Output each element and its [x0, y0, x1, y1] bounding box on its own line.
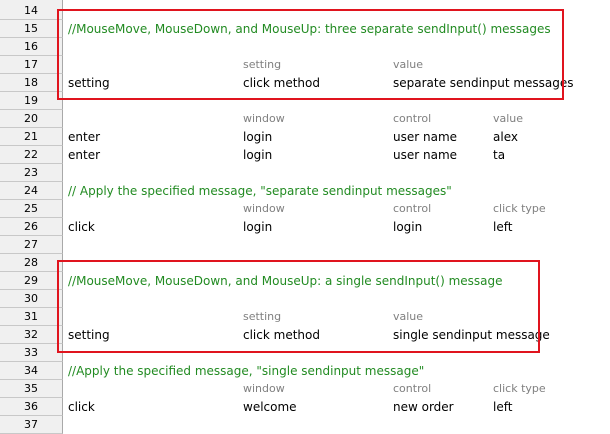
column-header-cell[interactable]: window: [243, 112, 285, 125]
table-row: 36 click welcome new order left: [0, 398, 610, 416]
comment-cell[interactable]: //MouseMove, MouseDown, and MouseUp: a s…: [68, 274, 503, 288]
table-cell[interactable]: enter: [68, 148, 101, 162]
table-row: 31 setting value: [0, 308, 610, 326]
table-cell[interactable]: enter: [68, 130, 101, 144]
row-number[interactable]: 31: [0, 308, 63, 326]
table-cell[interactable]: user name: [393, 130, 458, 144]
column-header-cell[interactable]: click type: [493, 202, 546, 215]
table-row: 35 window control click type: [0, 380, 610, 398]
table-row: 34 //Apply the specified message, "single…: [0, 362, 610, 380]
row-number[interactable]: 17: [0, 56, 63, 74]
table-row: 21 enter login user name alex: [0, 128, 610, 146]
table-row: 32 setting click method single sendinput me…: [0, 326, 610, 344]
table-cell[interactable]: welcome: [243, 400, 297, 414]
comment-cell[interactable]: //Apply the specified message, "single s…: [68, 364, 425, 378]
table-row: 28: [0, 254, 610, 272]
table-row: 23: [0, 164, 610, 182]
table-cell[interactable]: login: [393, 220, 423, 234]
column-header-cell[interactable]: control: [393, 112, 432, 125]
row-number[interactable]: 21: [0, 128, 63, 146]
column-header-cell[interactable]: control: [393, 202, 432, 215]
row-number[interactable]: 25: [0, 200, 63, 218]
row-number[interactable]: 30: [0, 290, 63, 308]
table-row: 18 setting click method separate sendinput …: [0, 74, 610, 92]
row-number[interactable]: 22: [0, 146, 63, 164]
row-number[interactable]: 27: [0, 236, 63, 254]
row-number[interactable]: 34: [0, 362, 63, 380]
column-header-cell[interactable]: window: [243, 202, 285, 215]
table-row: 19: [0, 92, 610, 110]
table-row: 24 // Apply the specified message, "separ…: [0, 182, 610, 200]
column-header-cell[interactable]: value: [393, 58, 424, 71]
table-row: 30: [0, 290, 610, 308]
row-number[interactable]: 26: [0, 218, 63, 236]
column-header-cell[interactable]: setting: [243, 310, 282, 323]
comment-cell[interactable]: // Apply the specified message, "separat…: [68, 184, 452, 198]
table-cell[interactable]: ta: [493, 148, 506, 162]
table-cell[interactable]: user name: [393, 148, 458, 162]
table-row: 29 //MouseMove, MouseDown, and MouseUp: a…: [0, 272, 610, 290]
table-cell[interactable]: login: [243, 148, 273, 162]
table-cell[interactable]: left: [493, 400, 513, 414]
row-number[interactable]: 37: [0, 416, 63, 434]
table-cell[interactable]: alex: [493, 130, 518, 144]
table-row: 22 enter login user name ta: [0, 146, 610, 164]
row-number[interactable]: 32: [0, 326, 63, 344]
table-cell[interactable]: separate sendinput messages: [393, 76, 574, 90]
table-cell[interactable]: login: [243, 220, 273, 234]
table-cell[interactable]: click: [68, 400, 95, 414]
table-row: 15 //MouseMove, MouseDown, and MouseUp: t…: [0, 20, 610, 38]
row-number[interactable]: 18: [0, 74, 63, 92]
table-cell[interactable]: setting: [68, 328, 110, 342]
row-number[interactable]: 14: [0, 2, 63, 20]
table-row: 20 window control value: [0, 110, 610, 128]
row-number[interactable]: 20: [0, 110, 63, 128]
table-row: 16: [0, 38, 610, 56]
table-cell[interactable]: click method: [243, 76, 320, 90]
table-cell[interactable]: single sendinput message: [393, 328, 550, 342]
row-number[interactable]: 28: [0, 254, 63, 272]
table-row: 26 click login login left: [0, 218, 610, 236]
column-header-cell[interactable]: setting: [243, 58, 282, 71]
table-cell[interactable]: new order: [393, 400, 454, 414]
row-number[interactable]: 29: [0, 272, 63, 290]
column-header-cell[interactable]: control: [393, 382, 432, 395]
column-header-cell[interactable]: click type: [493, 382, 546, 395]
row-number[interactable]: 24: [0, 182, 63, 200]
table-row: 37: [0, 416, 610, 434]
table-cell[interactable]: click method: [243, 328, 320, 342]
table-cell[interactable]: left: [493, 220, 513, 234]
table-row: 14: [0, 2, 610, 20]
row-number[interactable]: 23: [0, 164, 63, 182]
column-header-cell[interactable]: value: [493, 112, 524, 125]
table-cell[interactable]: click: [68, 220, 95, 234]
table-cell[interactable]: setting: [68, 76, 110, 90]
column-header-cell[interactable]: value: [393, 310, 424, 323]
row-number[interactable]: 19: [0, 92, 63, 110]
row-number[interactable]: 16: [0, 38, 63, 56]
row-number[interactable]: 33: [0, 344, 63, 362]
table-row: 17 setting value: [0, 56, 610, 74]
row-number[interactable]: 15: [0, 20, 63, 38]
row-number[interactable]: 35: [0, 380, 63, 398]
table-cell[interactable]: login: [243, 130, 273, 144]
row-number[interactable]: 36: [0, 398, 63, 416]
table-row: 25 window control click type: [0, 200, 610, 218]
comment-cell[interactable]: //MouseMove, MouseDown, and MouseUp: thr…: [68, 22, 551, 36]
table-row: 33: [0, 344, 610, 362]
table-row: 27: [0, 236, 610, 254]
column-header-cell[interactable]: window: [243, 382, 285, 395]
